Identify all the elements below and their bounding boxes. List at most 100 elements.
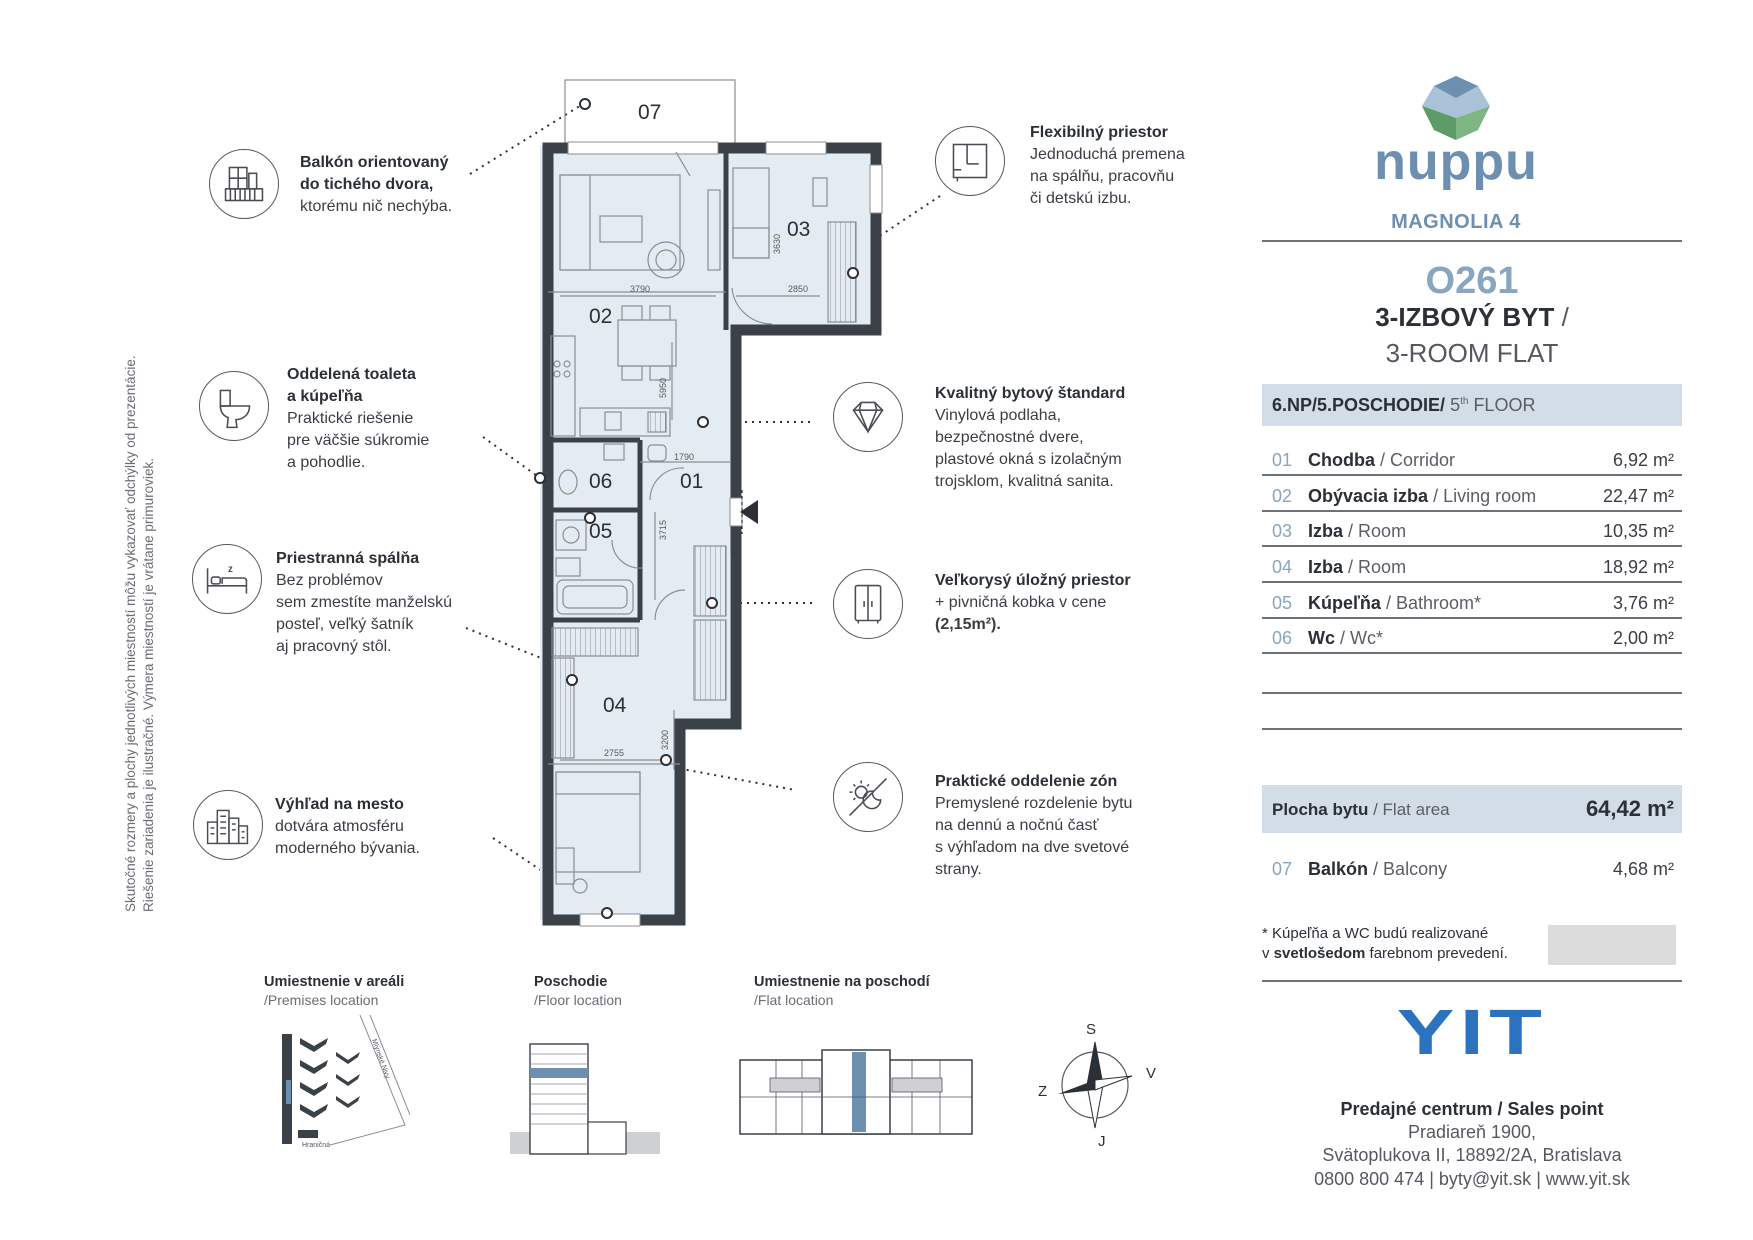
premises-map: Mlynské Nivy Hraničná [282,1014,410,1149]
yit-logo: YIT [1396,996,1548,1068]
feature-title: Balkón orientovaný [300,154,449,171]
feature-balcony: Balkón orientovaný do tichého dvora, kto… [300,152,452,218]
flat-type-en: 3-ROOM FLAT [1385,338,1559,368]
feature-zones: Praktické oddelenie zón Premyslené rozde… [935,771,1132,881]
feature-city-view: Výhľad na mesto dotvára atmosféru modern… [275,794,420,860]
floorplan-icon [935,126,1005,196]
grey-swatch [1548,925,1676,965]
flat-area-bar: Plocha bytu / Flat area 64,42 m² [1262,785,1682,833]
room-row-01: 01 Chodba / Corridor 6,92 m² [1262,442,1682,476]
floor-en-sup: th [1460,396,1469,407]
dim-3715: 3715 [658,520,668,540]
feature-title: Priestranná spálňa [276,550,420,567]
feature-line: bezpečnostné dvere, [935,429,1084,446]
floor-plan: 07 [465,79,941,927]
floor-location-title: Poschodie/Floor location [534,974,622,1008]
footnote-line-1: * Kúpeľňa a WC budú realizované [1262,925,1489,942]
floor-label: 6.NP/5.POSCHODIE/ 5th FLOOR [1272,395,1535,416]
floor-sk: 6.NP/5.POSCHODIE/ [1272,395,1446,415]
flat-location-title: Umiestnenie na poschodí/Flat location [754,974,930,1008]
dim-2755: 2755 [604,748,624,758]
feature-title: Kvalitný bytový štandard [935,385,1126,402]
room-row-05: 05 Kúpeľňa / Bathroom* 3,76 m² [1262,585,1682,619]
street-label-2: Hraničná [302,1142,330,1149]
feature-line: dotvára atmosféru [275,818,404,835]
room-label-03: 03 [787,218,810,241]
feature-title: Výhľad na mesto [275,796,404,813]
day-night-icon [833,762,903,832]
feature-toilet: Oddelená toaleta a kúpeľňa Praktické rie… [287,364,429,474]
room-name: Wc / Wc* [1308,628,1384,648]
feature-line: trojsklom, kvalitná sanita. [935,473,1114,490]
toilet-icon [199,371,269,441]
room-name: Balkón / Balcony [1308,859,1448,879]
feature-line: Premyslené rozdelenie bytu [935,795,1133,812]
floor-location-diagram [510,1043,660,1155]
room-label-02: 02 [589,305,612,328]
feature-line: moderného bývania. [275,840,420,857]
room-area: 18,92 m² [1602,557,1674,577]
room-num: 03 [1272,521,1293,541]
feature-bedroom: Priestranná spálňa Bez problémov sem zme… [276,548,452,658]
room-name: Obývacia izba / Living room [1308,486,1537,506]
feature-line: plastové okná s izolačným [935,451,1122,468]
dim-5950: 5950 [658,378,668,398]
feature-line: na spálňu, pracovňu [1030,168,1175,185]
room-name: Kúpeľňa / Bathroom* [1308,593,1482,613]
feature-title: Praktické oddelenie zón [935,773,1118,790]
premises-location-title: Umiestnenie v areáli/Premises location [264,974,405,1008]
balcony-row: 07 Balkón / Balcony 4,68 m² [1262,851,1682,885]
feature-line: či detskú izbu. [1030,190,1132,207]
room-area: 4,68 m² [1612,859,1674,879]
feature-line: posteľ, veľký šatník [276,616,414,633]
room-num: 06 [1272,628,1293,648]
room-num: 05 [1272,593,1293,613]
compass-icon: S V J Z [1038,1021,1156,1150]
feature-line: Jednoduchá premena [1030,146,1185,163]
feature-line: Bez problémov [276,572,383,589]
room-area: 6,92 m² [1612,450,1674,470]
compass-south: J [1098,1133,1106,1150]
city-icon [193,790,263,860]
feature-title: Flexibilný priestor [1030,124,1168,141]
room-area: 22,47 m² [1602,486,1674,506]
floor-bar: 6.NP/5.POSCHODIE/ 5th FLOOR [1262,384,1682,426]
compass-north: S [1086,1021,1096,1038]
feature-line: sem zmestíte manželskú [276,594,453,611]
sales-phone[interactable]: 0800 800 474 [1314,1169,1425,1189]
feature-line: Vinylová podlaha, [935,407,1062,424]
leader-lines [465,103,941,913]
sales-title: Predajné centrum / Sales point [1340,1099,1604,1119]
room-label-05: 05 [589,520,612,543]
floor-en-word: FLOOR [1468,395,1536,415]
feature-flexible-space: Flexibilný priestor Jednoduchá premena n… [1030,122,1185,210]
feature-title: Veľkorysý úložný priestor [935,572,1131,589]
room-num: 07 [1272,859,1293,879]
bed-icon: z [192,544,262,614]
feature-line: aj pracovný stôl. [276,638,392,655]
sales-email[interactable]: byty@yit.sk [1438,1169,1532,1189]
balcony-icon [209,149,279,219]
room-name: Izba / Room [1308,557,1407,577]
sales-address-2: Svätoplukova II, 18892/2A, Bratislava [1322,1145,1622,1165]
dim-3200: 3200 [660,730,670,750]
room-label-01: 01 [680,470,703,493]
floor-en-num: 5 [1450,395,1461,415]
room-area: 3,76 m² [1612,593,1674,613]
room-area: 2,00 m² [1612,628,1674,648]
footnote-bold: svetlošedom [1273,945,1366,962]
feature-line-bold: (2,15m²). [935,616,1001,633]
wardrobe-icon [833,569,903,639]
divider [1262,980,1682,982]
feature-line: a pohodlie. [287,454,366,471]
feature-line: ktorému nič nechýba. [300,198,453,215]
compass-west: Z [1038,1083,1047,1100]
nuppu-logo-icon [1422,76,1490,140]
room-name: Izba / Room [1308,521,1407,541]
divider [1262,240,1682,242]
flat-area-value: 64,42 m² [1585,796,1674,821]
room-label-04: 04 [603,694,627,717]
sales-web[interactable]: www.yit.sk [1545,1169,1630,1189]
feature-line: Praktické riešenie [287,410,414,427]
feature-line: s výhľadom na dve svetové [935,839,1130,856]
